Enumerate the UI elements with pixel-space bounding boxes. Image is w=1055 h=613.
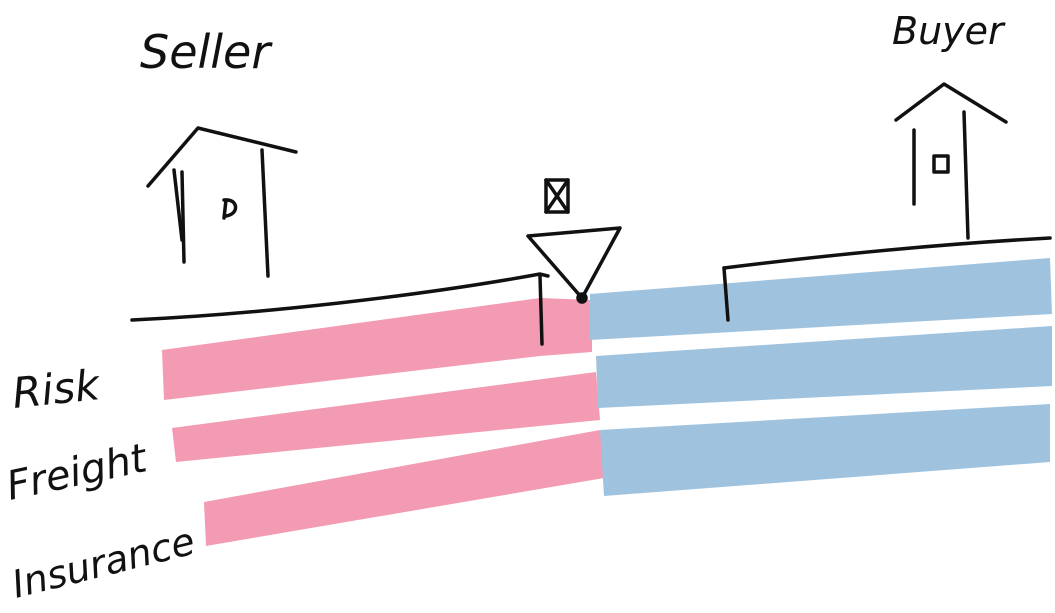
buyer-band-freight xyxy=(596,326,1052,408)
buyer-band-risk xyxy=(590,258,1052,340)
house-icon xyxy=(896,84,1006,238)
buyer-band-insurance xyxy=(600,404,1050,496)
buyer-bands xyxy=(590,258,1052,496)
row-label-insurance: Insurance xyxy=(8,519,200,607)
row-label-risk: Risk xyxy=(10,360,103,418)
house-icon xyxy=(148,128,296,276)
port-post xyxy=(540,276,542,344)
seller-label: Seller xyxy=(140,25,273,79)
buyer-label: Buyer xyxy=(892,9,1006,53)
row-label-freight: Freight xyxy=(3,435,152,510)
seller-bands xyxy=(162,298,604,546)
